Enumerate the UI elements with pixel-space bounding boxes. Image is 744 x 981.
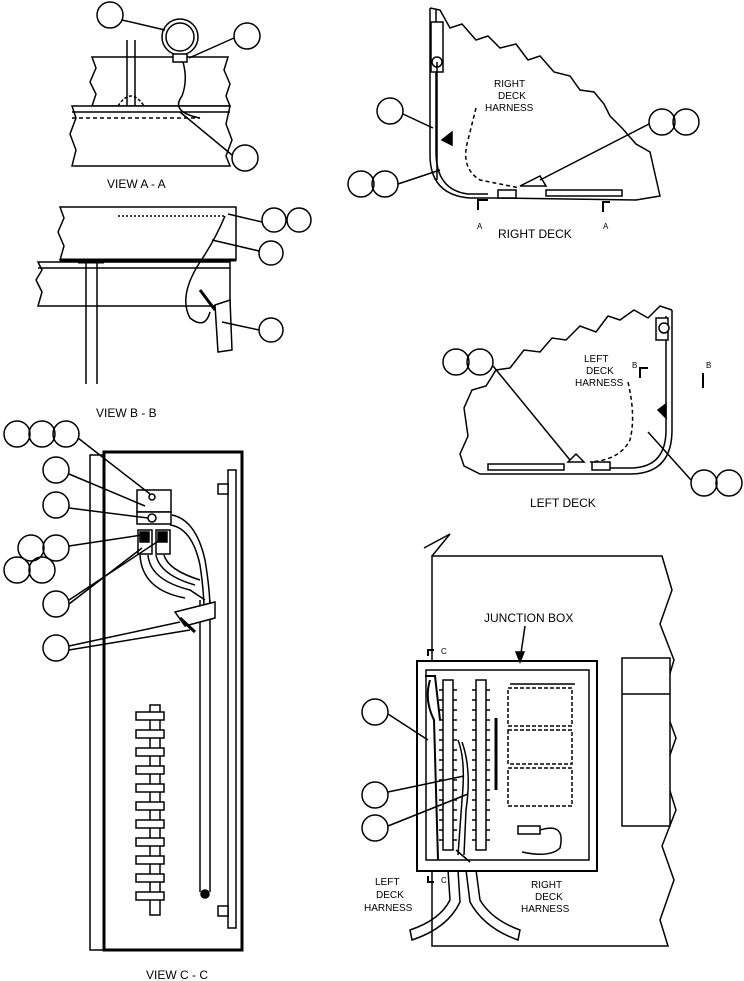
view-bb-detail [35, 206, 312, 384]
callout-circle [361, 698, 389, 726]
callout-circle [28, 420, 56, 448]
section-mark-b-right: B [706, 361, 711, 370]
callout-circle [231, 144, 259, 172]
junction-box-detail [361, 533, 677, 947]
right-deck-harness-line1: RIGHT [494, 79, 525, 90]
callout-circle [672, 108, 700, 136]
view-bb-label: VIEW B - B [96, 406, 157, 420]
right-deck-harness-line3: HARNESS [485, 103, 534, 114]
callout-circle [347, 170, 375, 198]
callout-circle [96, 1, 124, 29]
callout-circle [258, 240, 284, 266]
junction-box-label: JUNCTION BOX [484, 611, 573, 625]
terminal-strip [135, 711, 165, 901]
callout-circle [261, 207, 287, 233]
callout-circle [258, 317, 284, 343]
callout-circle [3, 556, 31, 584]
section-mark-a-left: A [477, 222, 483, 231]
left-deck-harness-line2: DECK [586, 366, 614, 377]
section-mark-c-bottom: C [441, 876, 447, 885]
callout-circle [42, 491, 70, 519]
callout-circle [371, 170, 399, 198]
view-cc-detail [3, 420, 244, 952]
callout-circle [286, 207, 312, 233]
left-deck-label: LEFT DECK [530, 496, 596, 510]
callout-circle [3, 420, 31, 448]
callout-circle [466, 348, 494, 376]
jb-left-harness-line1: LEFT [375, 877, 399, 888]
jb-left-harness-line3: HARNESS [364, 903, 413, 914]
jb-right-harness-line1: RIGHT [531, 880, 562, 891]
right-deck-detail [347, 7, 700, 212]
callout-circle [42, 534, 70, 562]
callout-circle [42, 456, 70, 484]
callout-circle [361, 781, 389, 809]
jb-left-harness-line2: DECK [376, 890, 404, 901]
view-cc-label: VIEW C - C [146, 968, 208, 981]
callout-circle [42, 634, 70, 662]
left-deck-harness-line1: LEFT [584, 354, 608, 365]
section-mark-b-left: B [632, 361, 637, 370]
callout-circle [233, 22, 261, 50]
jb-right-harness-line3: HARNESS [521, 904, 570, 915]
left-deck-detail [442, 305, 743, 497]
callout-circle [17, 534, 45, 562]
right-deck-harness-line2: DECK [498, 91, 526, 102]
callout-circle [52, 420, 80, 448]
callout-circle [376, 97, 404, 125]
view-aa-detail [69, 1, 261, 172]
callout-circle [442, 348, 470, 376]
right-deck-label: RIGHT DECK [498, 227, 572, 241]
callout-circle [361, 814, 389, 842]
callout-circle [715, 469, 743, 497]
section-mark-c-top: C [441, 647, 447, 656]
callout-circle [648, 108, 676, 136]
callout-circle [42, 590, 70, 618]
left-deck-harness-line3: HARNESS [575, 378, 624, 389]
jb-right-harness-line2: DECK [535, 892, 563, 903]
section-mark-a-right: A [603, 222, 609, 231]
callout-circle [690, 469, 718, 497]
callout-circle [28, 556, 56, 584]
view-aa-label: VIEW A - A [107, 177, 166, 191]
